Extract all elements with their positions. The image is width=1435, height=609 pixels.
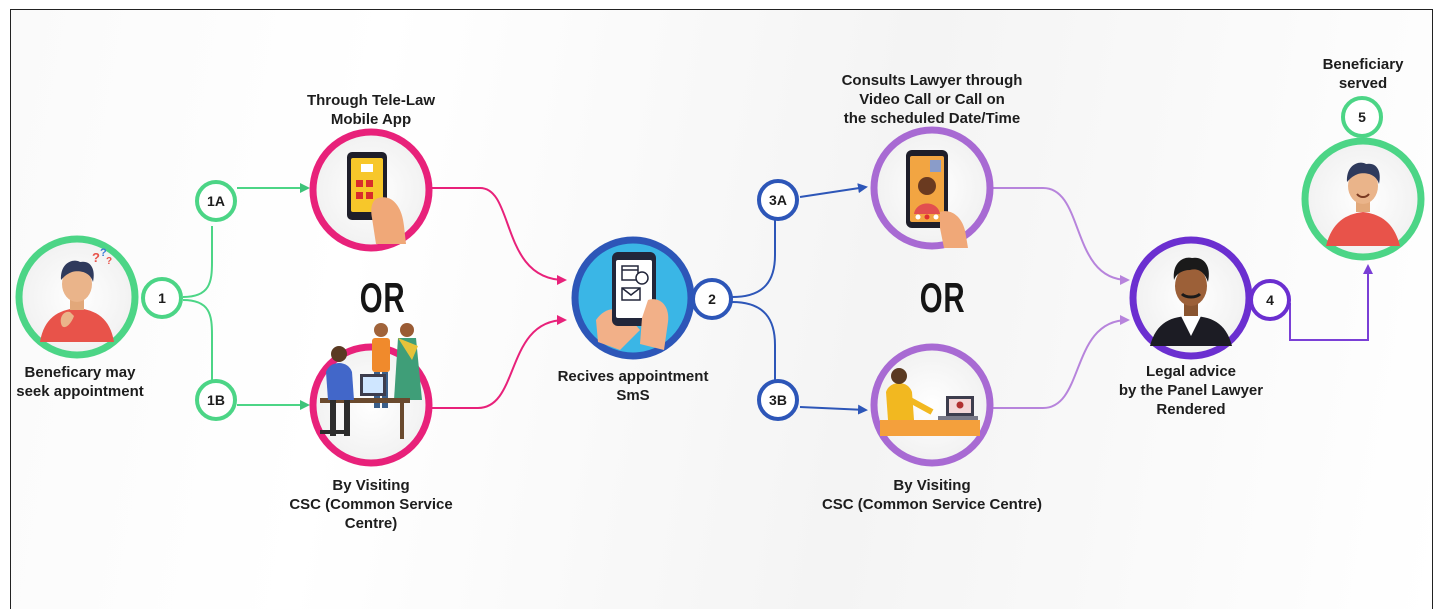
connector-1-1b bbox=[182, 299, 213, 383]
or-separator-left: OR bbox=[359, 274, 406, 321]
sms-phone-icon bbox=[596, 252, 669, 350]
svg-text:?: ? bbox=[92, 250, 100, 265]
lawyer-circle bbox=[1129, 236, 1253, 360]
connectors bbox=[182, 183, 1373, 415]
mobile-app-circle bbox=[309, 128, 433, 252]
badge-4-text: 4 bbox=[1266, 292, 1274, 308]
badge-3b-text: 3B bbox=[769, 392, 787, 408]
beneficiary-served-circle bbox=[1301, 137, 1425, 261]
label-step-1: Beneficary may seek appointment bbox=[16, 364, 144, 400]
badge-5: 5 bbox=[1341, 96, 1383, 138]
badge-4: 4 bbox=[1249, 279, 1291, 321]
badge-1a-text: 1A bbox=[207, 193, 225, 209]
arrow-3b-csc bbox=[799, 404, 868, 415]
arrow-csc-sms bbox=[432, 315, 567, 409]
badge-1-text: 1 bbox=[158, 290, 166, 306]
label-step-1a: Through Tele-Law Mobile App bbox=[306, 92, 436, 128]
lawyer-icon bbox=[1150, 257, 1232, 346]
badge-1a: 1A bbox=[195, 180, 237, 222]
mobile-phone-icon bbox=[347, 152, 406, 244]
badge-2: 2 bbox=[691, 278, 733, 320]
arrow-csc-lawyer bbox=[993, 315, 1130, 409]
label-step-3b: By Visiting CSC (Common Service Centre) bbox=[821, 477, 1043, 513]
badge-2-text: 2 bbox=[708, 291, 716, 307]
label-step-1b: By Visiting CSC (Common Service Centre) bbox=[289, 477, 453, 532]
badge-3a-text: 3A bbox=[769, 192, 787, 208]
badge-3b: 3B bbox=[757, 379, 799, 421]
svg-text:?: ? bbox=[100, 247, 107, 259]
arrow-app-sms bbox=[432, 187, 567, 285]
badge-1b: 1B bbox=[195, 379, 237, 421]
csc-visit-circle-2 bbox=[870, 343, 994, 467]
badge-3a: 3A bbox=[757, 179, 799, 221]
laptop-user-icon bbox=[880, 368, 980, 436]
badge-1b-text: 1B bbox=[207, 392, 225, 408]
service-centre-icon bbox=[320, 323, 422, 439]
csc-visit-circle bbox=[309, 323, 433, 467]
label-step-2: Recives appointment SmS bbox=[557, 368, 709, 404]
badge-5-text: 5 bbox=[1358, 109, 1366, 125]
happy-person-icon bbox=[1326, 162, 1400, 246]
arrow-4-5 bbox=[1289, 264, 1373, 341]
arrow-video-lawyer bbox=[993, 187, 1130, 285]
video-call-circle bbox=[870, 126, 994, 250]
connector-2-3b bbox=[731, 301, 776, 383]
sms-circle bbox=[571, 236, 695, 360]
confused-person-icon: ? ? ? bbox=[40, 247, 114, 342]
flow-diagram: ? ? ? bbox=[15, 96, 1425, 467]
label-step-5: Beneficiary served bbox=[1322, 56, 1404, 92]
video-call-phone-icon bbox=[906, 150, 968, 248]
connector-2-3a bbox=[731, 220, 776, 298]
connector-1-1a bbox=[182, 226, 213, 298]
or-separator-right: OR bbox=[919, 274, 966, 321]
label-step-3a: Consults Lawyer through Video Call or Ca… bbox=[841, 72, 1023, 127]
arrow-3a-video bbox=[799, 183, 868, 198]
label-step-4: Legal advice by the Panel Lawyer Rendere… bbox=[1118, 363, 1264, 418]
badge-1: 1 bbox=[141, 277, 183, 319]
beneficiary-circle: ? ? ? bbox=[15, 235, 139, 359]
svg-text:?: ? bbox=[106, 256, 112, 267]
